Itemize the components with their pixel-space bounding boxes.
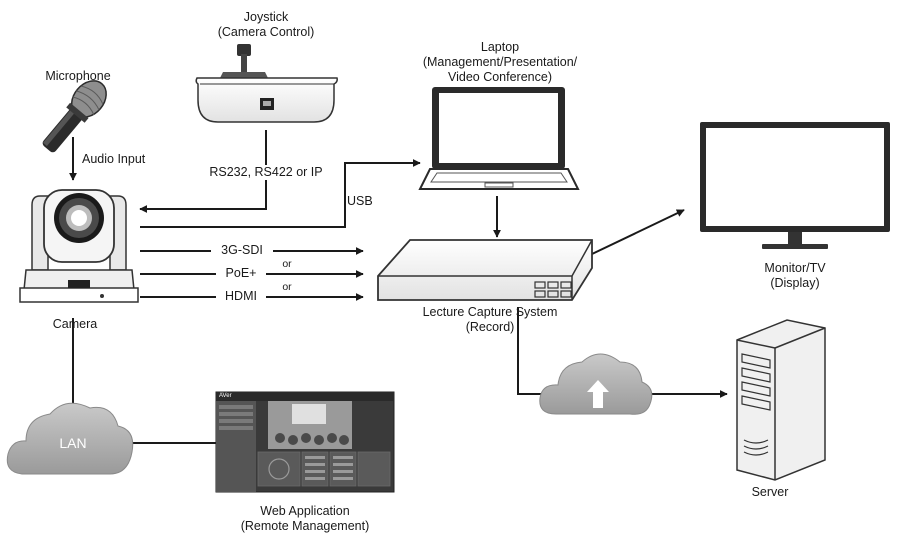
control-text: RS232, RS422 or IP [209, 165, 323, 179]
hdmi-text: HDMI [225, 289, 257, 303]
web-app-screenshot [215, 391, 395, 493]
monitor-title: Monitor/TV [764, 261, 826, 275]
hdmi-label: HDMI [216, 289, 266, 304]
monitor-label: Monitor/TV (Display) [745, 261, 845, 291]
server-title: Server [751, 485, 789, 499]
capture-to-cloud-line [517, 307, 545, 395]
joystick-label: Joystick (Camera Control) [196, 10, 336, 40]
upload-cloud-icon [539, 353, 653, 415]
web-app-brand-text: AVer [219, 393, 232, 399]
server-icon [736, 319, 826, 481]
web-app-subtitle: (Remote Management) [240, 519, 370, 533]
laptop-icon [418, 87, 580, 190]
server-label: Server [730, 485, 810, 500]
camera-title: Camera [52, 317, 98, 331]
camera-icon [19, 189, 139, 303]
poe-label: PoE+ [216, 266, 266, 281]
laptop-title: Laptop [480, 40, 520, 54]
usb-arrow [140, 159, 421, 228]
usb-label: USB [347, 194, 373, 209]
control-label: RS232, RS422 or IP [196, 165, 336, 180]
monitor-subtitle: (Display) [770, 276, 820, 290]
laptop-line3: Video Conference) [447, 70, 552, 84]
lecture-capture-icon [377, 239, 593, 301]
upload-arrow-icon [587, 380, 609, 408]
sdi-text: 3G-SDI [221, 243, 263, 257]
poe-text: PoE+ [225, 266, 257, 280]
joystick-subtitle: (Camera Control) [217, 25, 315, 39]
web-app-label: Web Application (Remote Management) [215, 504, 395, 534]
microphone-icon [42, 80, 107, 153]
or-label-2: or [275, 280, 299, 295]
joystick-title: Joystick [243, 10, 289, 24]
lan-cloud-icon [6, 402, 134, 475]
audio-input-label: Audio Input [82, 152, 145, 167]
laptop-line2: (Management/Presentation/ [422, 55, 578, 69]
lecture-capture-subtitle: (Record) [465, 320, 515, 334]
lan-label: LAN [48, 436, 98, 451]
sdi-label: 3G-SDI [211, 243, 273, 258]
joystick-icon [195, 44, 338, 123]
usb-text: USB [347, 194, 373, 208]
capture-to-monitor-arrow [591, 209, 685, 255]
microphone-title: Microphone [45, 69, 111, 83]
web-app-title: Web Application [260, 504, 350, 518]
control-arrow [139, 130, 267, 213]
audio-input-text: Audio Input [82, 152, 146, 166]
or-label-1: or [275, 257, 299, 272]
microphone-label: Microphone [28, 69, 128, 84]
monitor-icon [700, 122, 890, 249]
lecture-capture-label: Lecture Capture System (Record) [400, 305, 580, 335]
or-text-2: or [282, 281, 292, 293]
web-app-brand: AVer [219, 392, 249, 400]
lan-title: LAN [59, 435, 87, 451]
laptop-label: Laptop (Management/Presentation/ Video C… [400, 40, 600, 85]
or-text-1: or [282, 258, 292, 270]
camera-label: Camera [30, 317, 120, 332]
lecture-capture-title: Lecture Capture System [422, 305, 558, 319]
